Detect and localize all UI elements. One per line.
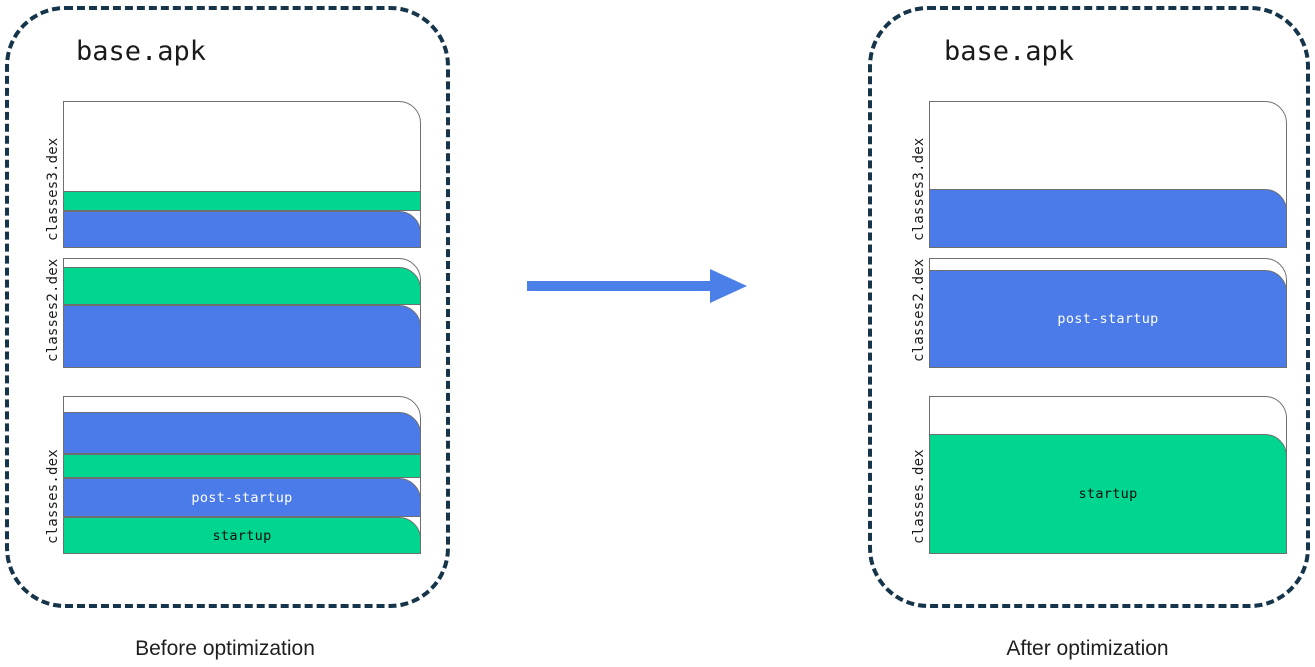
segment-label: startup xyxy=(1078,486,1138,502)
dex-segment-post-startup-a xyxy=(63,412,421,454)
caption-after: After optimization xyxy=(1006,637,1169,660)
dex-label-classes3: classes3.dex xyxy=(911,137,927,241)
apk-panel-after xyxy=(868,6,1310,608)
dex-segment-startup: startup xyxy=(929,434,1287,554)
dex-segment-post-startup: post-startup xyxy=(929,270,1287,368)
dex-segment-startup-b: startup xyxy=(63,517,421,554)
dex-segment-post-startup xyxy=(63,305,421,368)
dex-group-after-classes: classes.dex startup xyxy=(911,396,1287,554)
dex-segment-post-startup xyxy=(929,189,1287,248)
dex-label-classes2: classes2.dex xyxy=(45,258,61,362)
dex-segment-startup-a xyxy=(63,454,421,478)
apk-title-before: base.apk xyxy=(76,36,207,67)
segment-label: post-startup xyxy=(191,489,293,506)
dex-label-classes: classes.dex xyxy=(911,449,927,544)
dex-segment-post-startup xyxy=(63,211,421,248)
apk-title-after: base.apk xyxy=(944,36,1075,67)
dex-group-before-classes2: classes2.dex xyxy=(45,258,421,368)
segment-label: startup xyxy=(212,527,272,544)
dex-group-after-classes3: classes3.dex xyxy=(911,101,1287,248)
caption-before: Before optimization xyxy=(135,637,315,660)
optimization-arrow xyxy=(525,266,750,306)
dex-segment-post-startup-b: post-startup xyxy=(63,478,421,517)
arrow-icon xyxy=(527,269,747,303)
dex-segment-startup xyxy=(63,267,421,305)
dex-label-classes: classes.dex xyxy=(45,449,61,544)
segment-label: post-startup xyxy=(1057,311,1159,327)
dex-label-classes2: classes2.dex xyxy=(911,258,927,362)
dex-group-before-classes3: classes3.dex xyxy=(45,101,421,248)
apk-panel-before xyxy=(5,6,450,608)
dex-segment-startup xyxy=(63,191,421,211)
dex-label-classes3: classes3.dex xyxy=(45,137,61,241)
dex-group-after-classes2: classes2.dex post-startup xyxy=(911,258,1287,368)
dex-group-before-classes: classes.dex post-startup startup xyxy=(45,396,421,554)
